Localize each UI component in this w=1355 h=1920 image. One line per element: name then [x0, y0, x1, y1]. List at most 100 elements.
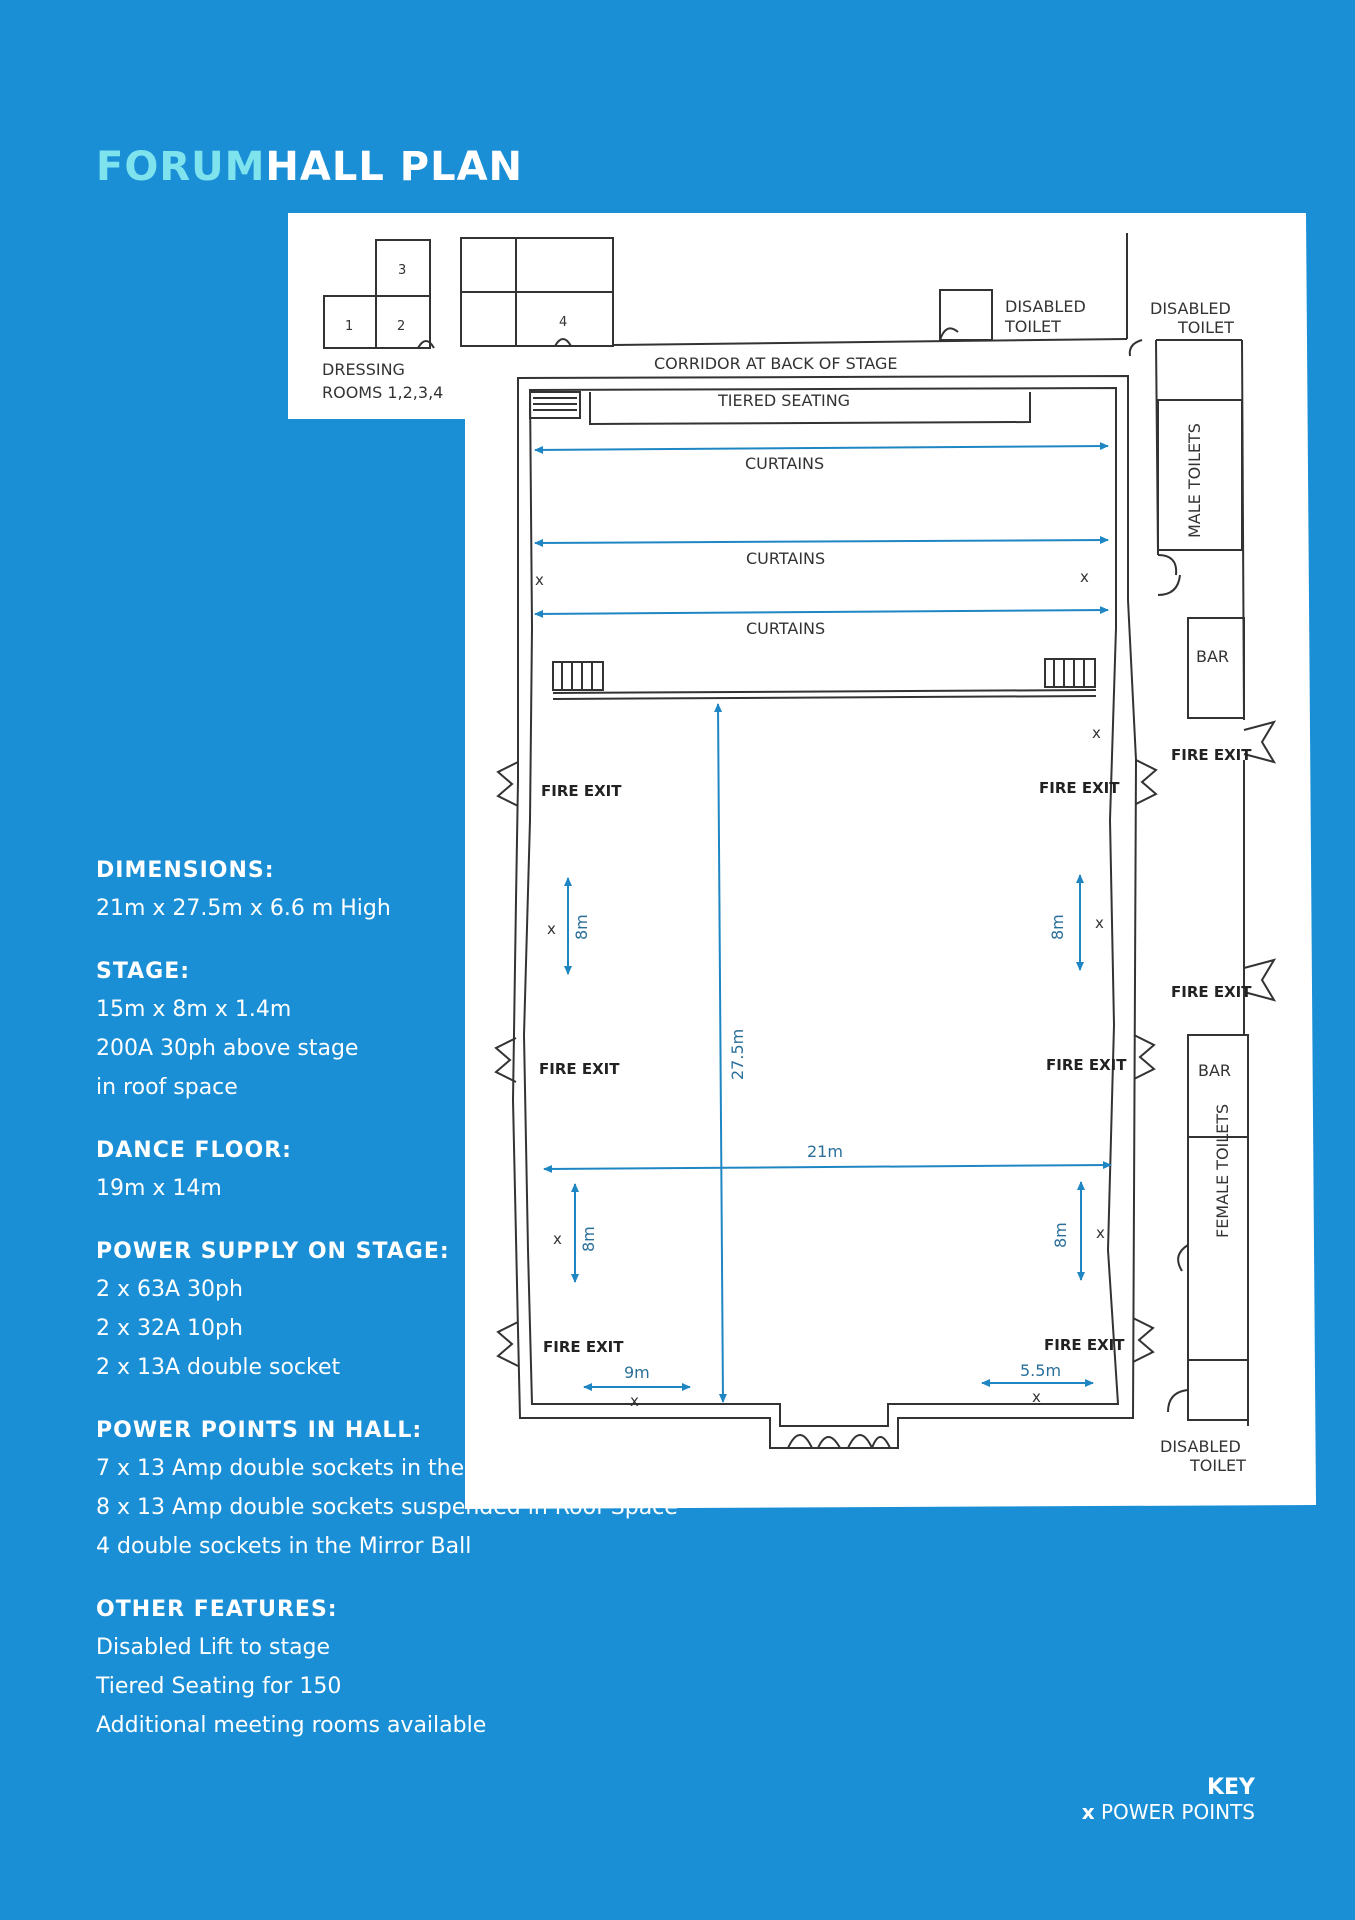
dance-floor-heading: DANCE FLOOR: [96, 1138, 292, 1163]
fire-exit-door-outer-2 [1243, 958, 1277, 1002]
bar-top-room [1187, 617, 1245, 719]
power-stage-section: POWER SUPPLY ON STAGE: 2 x 63A 30ph 2 x … [96, 1239, 736, 1387]
power-hall-line: 4 double sockets in the Mirror Ball [96, 1534, 472, 1559]
width-arrow [543, 1161, 1112, 1173]
power-point-mark: x [1080, 568, 1089, 586]
dressing-room-3 [375, 239, 431, 297]
power-hall-line: 8 x 13 Amp double sockets suspended in R… [96, 1495, 678, 1520]
fire-exit-label-left-3: FIRE EXIT [543, 1338, 624, 1356]
other-features-heading: OTHER FEATURES: [96, 1597, 338, 1622]
measure-5-5m-label: 5.5m [1020, 1361, 1061, 1380]
dimensions-heading: DIMENSIONS: [96, 858, 275, 883]
power-point-mark: x [1095, 914, 1104, 932]
disabled-toilet-top-door [939, 327, 959, 341]
fire-exit-door-left-2 [494, 1037, 517, 1083]
fire-exit-label-left-2: FIRE EXIT [539, 1060, 620, 1078]
stage-line: 15m x 8m x 1.4m [96, 997, 292, 1022]
measure-8m-right-1: 8m [1048, 914, 1067, 940]
length-label: 27.5m [728, 1029, 747, 1080]
dressing-room-1-label: 1 [345, 319, 353, 334]
male-toilets-label: MALE TOILETS [1185, 423, 1204, 538]
specs-panel: DIMENSIONS: 21m x 27.5m x 6.6 m High STA… [96, 858, 736, 1776]
curtains-label-2: CURTAINS [746, 549, 825, 568]
fire-exit-label-outer-2: FIRE EXIT [1171, 983, 1252, 1001]
fire-exit-door-left-1 [496, 761, 519, 807]
dressing-label-line-2: ROOMS 1,2,3,4 [322, 383, 443, 402]
dimensions-section: DIMENSIONS: 21m x 27.5m x 6.6 m High [96, 858, 736, 928]
other-features-line: Tiered Seating for 150 [96, 1674, 342, 1699]
dressing-room-4-label: 4 [559, 315, 567, 330]
key-title: KEY [1206, 1775, 1255, 1800]
fire-exit-label-right-2: FIRE EXIT [1046, 1056, 1127, 1074]
key-label: POWER POINTS [1100, 1800, 1255, 1824]
power-stage-line: 2 x 13A double socket [96, 1355, 341, 1380]
power-point-mark: x [1032, 1388, 1041, 1406]
hall-inner-wall [522, 386, 1120, 1427]
main-entrance-doors [787, 1434, 891, 1449]
map-key: KEY x POWER POINTS [1082, 1775, 1255, 1824]
disabled-toilet-1-line-1: DISABLED [1005, 297, 1086, 316]
dressing-label-line-1: DRESSING [322, 360, 405, 379]
dressing-room-2-door [417, 340, 435, 349]
disabled-toilet-1-line-2: TOILET [1004, 317, 1061, 336]
disabled-toilet-3-line-2: TOILET [1189, 1456, 1246, 1475]
power-stage-line: 2 x 63A 30ph [96, 1277, 243, 1302]
measure-9m-label: 9m [624, 1363, 650, 1382]
power-stage-line: 2 x 32A 10ph [96, 1316, 243, 1341]
curtain-line-3 [534, 606, 1109, 618]
other-features-line: Additional meeting rooms available [96, 1713, 487, 1738]
bar-bottom-label: BAR [1198, 1061, 1231, 1080]
title-rest: HALL PLAN [265, 144, 523, 190]
title-brand: FORUM [96, 144, 266, 190]
fire-exit-door-right-3 [1132, 1317, 1155, 1363]
dance-floor-section: DANCE FLOOR: 19m x 14m [96, 1138, 736, 1208]
dressing-room-4-door [554, 338, 572, 347]
width-label: 21m [807, 1142, 843, 1161]
female-toilets-label: FEMALE TOILETS [1213, 1104, 1232, 1238]
fire-exit-door-right-2 [1133, 1034, 1156, 1080]
male-toilets-room [1157, 399, 1243, 551]
power-point-mark: x [553, 1230, 562, 1248]
curtains-label-1: CURTAINS [745, 454, 824, 473]
power-point-mark: x [1096, 1224, 1105, 1242]
curtain-line-2 [534, 536, 1109, 547]
fire-exit-label-right-3: FIRE EXIT [1044, 1336, 1125, 1354]
power-point-mark: x [1092, 724, 1101, 742]
fire-exit-door-left-3 [496, 1321, 519, 1367]
other-features-line: Disabled Lift to stage [96, 1635, 331, 1660]
power-hall-line: 7 x 13 Amp double sockets in the Forum H… [96, 1456, 591, 1481]
key-entry: x POWER POINTS [1082, 1800, 1255, 1824]
dance-floor-line: 19m x 14m [96, 1176, 222, 1201]
dressing-room-2-label: 2 [397, 319, 405, 334]
fire-exit-label-left-1: FIRE EXIT [541, 782, 622, 800]
fire-exit-label-outer-1: FIRE EXIT [1171, 746, 1252, 764]
measure-8m-right-2: 8m [1051, 1222, 1070, 1248]
disabled-toilet-top-block [939, 289, 993, 341]
measure-8m-left-1: 8m [572, 914, 591, 940]
dimensions-line: 21m x 27.5m x 6.6 m High [96, 896, 391, 921]
disabled-toilet-2-line-2: TOILET [1177, 318, 1234, 337]
power-stage-heading: POWER SUPPLY ON STAGE: [96, 1239, 450, 1264]
disabled-toilet-3-line-1: DISABLED [1160, 1437, 1241, 1456]
corridor-label: CORRIDOR AT BACK OF STAGE [654, 354, 898, 373]
power-hall-section: POWER POINTS IN HALL: 7 x 13 Amp double … [96, 1418, 736, 1566]
stage-edge [552, 689, 1097, 694]
bar-top-label: BAR [1196, 647, 1229, 666]
key-symbol: x [1081, 1800, 1095, 1824]
tiered-seating-block [589, 392, 1031, 426]
power-point-mark: x [547, 920, 556, 938]
fire-exit-door-right-1 [1135, 759, 1158, 805]
disabled-toilet-2-line-1: DISABLED [1150, 299, 1231, 318]
curtain-line-1 [534, 442, 1109, 454]
stage-section: STAGE: 15m x 8m x 1.4m 200A 30ph above s… [96, 959, 736, 1107]
tiered-seating-label: TIERED SEATING [717, 391, 850, 410]
hall-outer-wall [511, 374, 1138, 1449]
stage-line: 200A 30ph above stage [96, 1036, 359, 1061]
curtains-label-3: CURTAINS [746, 619, 825, 638]
fire-exit-label-right-1: FIRE EXIT [1039, 779, 1120, 797]
length-arrow [714, 703, 727, 1403]
fire-exit-door-outer-1 [1243, 720, 1277, 764]
dressing-room-3-label: 3 [398, 263, 406, 278]
page-title: FORUMHALL PLAN [96, 144, 523, 190]
